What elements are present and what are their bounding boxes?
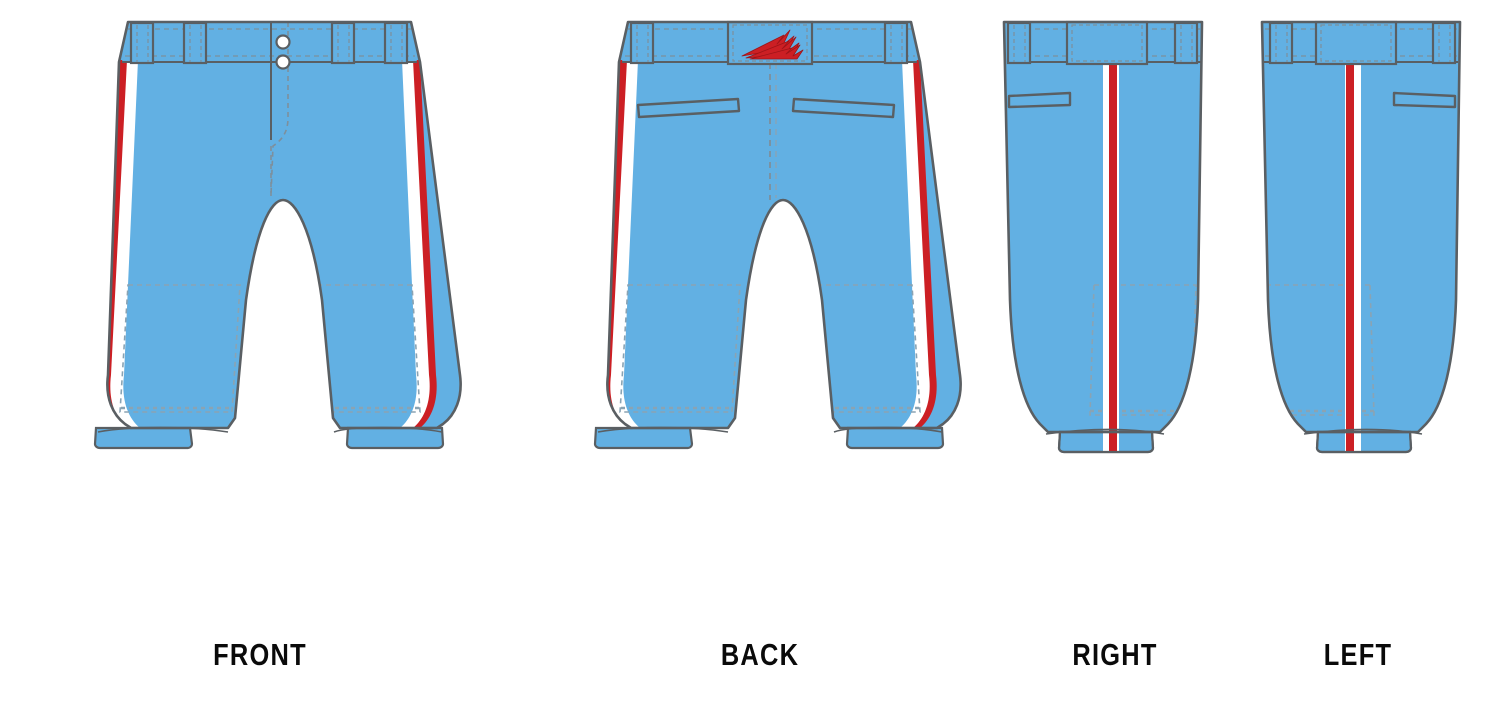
back-knee-panel-left: [619, 284, 741, 413]
back-belt-loop-2: [883, 21, 909, 65]
back-cuff-left: [593, 426, 694, 450]
front-belt-loop-4: [383, 21, 409, 65]
front-knee-panel-right: [299, 284, 421, 413]
back-welt-pockets: [636, 97, 896, 119]
triple-arrow-logo: [741, 29, 804, 60]
front-belt-loop-1: [129, 21, 155, 65]
left-stripe-red: [1346, 60, 1354, 432]
back-stripe-red-right: [913, 60, 937, 428]
front-fly-closure: [270, 22, 291, 200]
front-button-bottom[interactable]: [275, 54, 291, 70]
pants-front-view: [93, 20, 462, 450]
right-knee-panel: [1089, 284, 1197, 416]
front-cuff-right: [345, 426, 445, 450]
front-waistband: [122, 22, 417, 63]
back-body-fill: [607, 22, 961, 428]
pants-back-view: [593, 20, 962, 450]
front-belt-loops: [129, 21, 409, 65]
front-stripe-white-left: [107, 60, 140, 428]
back-belt-loops: [629, 21, 909, 65]
left-knee-panel: [1267, 284, 1375, 416]
front-outline: [106, 20, 462, 430]
left-belt-loops: [1268, 20, 1457, 66]
right-cuff-stripe-red: [1109, 432, 1117, 452]
left-outline: [1260, 20, 1462, 434]
back-cuffs: [593, 426, 945, 450]
right-welt-pocket[interactable]: [1007, 91, 1072, 109]
back-stripe-white-left: [607, 60, 640, 428]
back-pocket-right[interactable]: [791, 97, 896, 119]
back-stripe-white-right: [900, 60, 933, 428]
left-cuff-band: [1315, 430, 1413, 454]
pants-right-view: [1002, 20, 1204, 454]
front-cuff-left: [93, 426, 194, 450]
front-stripe-red-right: [413, 60, 437, 428]
front-knee-panel-left: [119, 284, 241, 413]
front-fly-stitch: [270, 22, 289, 196]
right-belt-loops: [1006, 20, 1199, 66]
front-button-top[interactable]: [275, 34, 291, 50]
right-belt-loop-2: [1173, 21, 1199, 65]
front-stripe-white-right: [400, 60, 433, 428]
back-pocket-left[interactable]: [636, 97, 741, 119]
view-label-front: FRONT: [213, 637, 307, 672]
back-belt-loop-1: [629, 21, 655, 65]
right-stripe-red: [1109, 60, 1117, 432]
back-logo-patch: [726, 20, 814, 66]
left-belt-loop-2: [1431, 21, 1457, 65]
left-cuff: [1303, 428, 1423, 454]
front-cuffs: [93, 426, 445, 450]
view-label-left: LEFT: [1323, 637, 1393, 672]
front-belt-loop-2: [182, 21, 208, 65]
left-belt-loop-center: [1314, 20, 1398, 66]
view-label-right: RIGHT: [1072, 637, 1158, 672]
right-outline: [1002, 20, 1204, 434]
pants-left-view: [1260, 20, 1462, 454]
right-belt-loop-center: [1065, 20, 1149, 66]
back-knee-panel-right: [799, 284, 921, 413]
view-label-back: BACK: [720, 637, 800, 672]
left-belt-loop-1: [1268, 21, 1294, 65]
back-outline: [606, 20, 962, 430]
front-body-fill: [107, 22, 461, 428]
right-cuff: [1045, 428, 1165, 454]
back-logo-patch-stitch: [732, 24, 808, 62]
left-cuff-stripe-red: [1346, 432, 1354, 452]
front-belt-loop-3: [330, 21, 356, 65]
right-belt-loop-1: [1006, 21, 1032, 65]
back-cuff-right: [845, 426, 945, 450]
left-welt-pocket[interactable]: [1392, 91, 1457, 109]
